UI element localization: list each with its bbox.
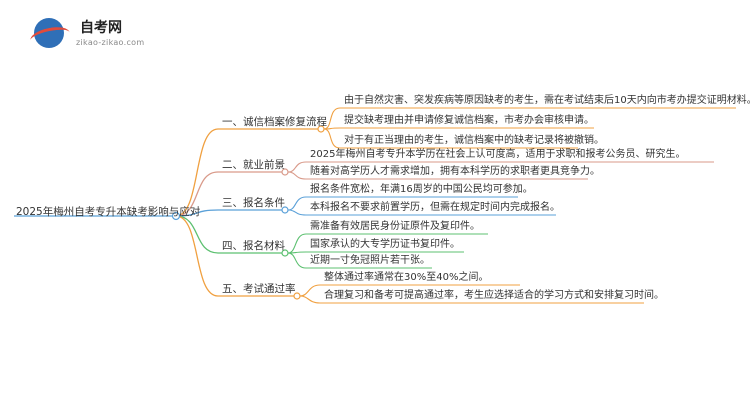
leaf-connector [287,196,307,211]
branch-connector [175,128,219,217]
leaf-text: 需准备有效居民身份证原件及复印件。 [310,221,480,232]
branch-label: 二、就业前景 [222,159,285,171]
leaf-text: 报名条件宽松，年满16周岁的中国公民均可参加。 [310,184,533,195]
root-node-circle [171,211,181,221]
leaf-text: 近期一寸免冠照片若干张。 [310,255,430,266]
leaf-text: 合理复习和备考可提高通过率，考生应选择适合的学习方式和安排复习时间。 [324,290,664,301]
leaf-connector [287,233,307,254]
leaf-connector [287,171,307,180]
branch-connector [175,209,219,217]
logo-emblem-icon [34,18,64,48]
leaf-connector [323,128,341,149]
branch-connector [175,171,219,217]
site-name: 自考网 [80,20,122,36]
leaf-connector [299,295,321,304]
leaf-text: 随着对高学历人才需求增加，拥有本科学历的求职者更具竞争力。 [310,166,600,177]
branch-label: 三、报名条件 [222,197,285,209]
leaf-text: 整体通过率通常在30%至40%之间。 [324,272,489,283]
branch-label: 四、报名材料 [222,240,285,252]
branch-label: 五、考试通过率 [222,283,296,295]
leaf-text: 对于有正当理由的考生，诚信档案中的缺考记录将被撤销。 [344,135,604,146]
branch-label: 一、诚信档案修复流程 [222,116,327,128]
branch-connector [175,215,219,254]
leaf-text: 提交缺考理由并申请修复诚信档案，市考办会审核申请。 [344,115,594,126]
leaf-text: 由于自然灾害、突发疾病等原因缺考的考生，需在考试结束后10天内向市考办提交证明材… [344,95,750,106]
leaf-connector [299,284,321,297]
leaf-text: 本科报名不要求前置学历，但需在规定时间内完成报名。 [310,202,560,213]
leaf-text: 国家承认的大专学历证书复印件。 [310,239,460,250]
site-logo: 自考网 zikao-zikao.com [28,14,150,54]
leaf-connector [287,252,307,269]
leaf-connector [287,209,307,216]
leaf-connector [323,107,341,130]
branch-connector [175,215,219,297]
leaf-connector [287,161,307,173]
site-url: zikao-zikao.com [76,38,145,47]
root-topic: 2025年梅州自考专升本缺考影响与应对 [16,206,201,218]
leaf-text: 2025年梅州自考专升本学历在社会上认可度高，适用于求职和报考公务员、研究生。 [310,149,686,160]
